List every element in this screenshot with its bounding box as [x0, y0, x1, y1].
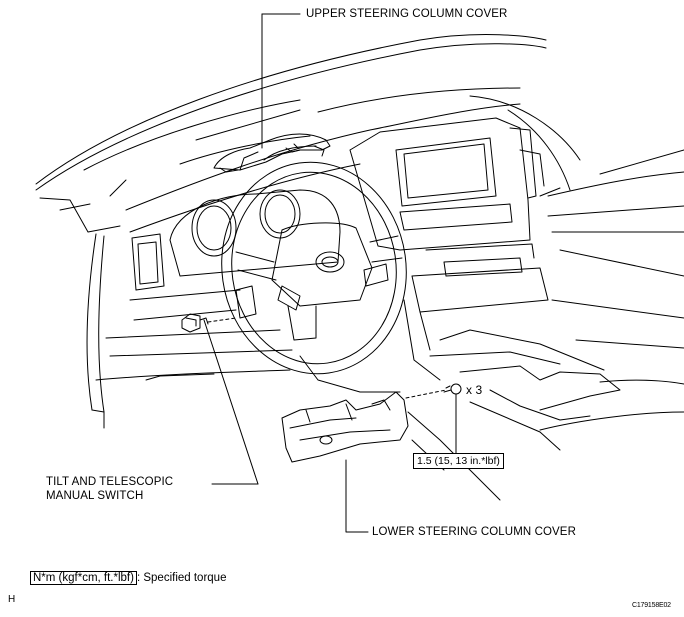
tilt-label-line1: TILT AND TELESCOPIC: [46, 476, 174, 488]
upper-cover-part: [213, 133, 331, 173]
legend-description: : Specified torque: [136, 572, 227, 584]
center-stack: [349, 117, 549, 313]
lower-steering-column-cover-label: LOWER STEERING COLUMN COVER: [372, 526, 576, 538]
leader-lines: [203, 13, 457, 533]
upper-steering-column-cover-label: UPPER STEERING COLUMN COVER: [306, 8, 508, 20]
screw-icon: [405, 383, 462, 399]
tilt-label-line2: MANUAL SWITCH: [46, 490, 144, 502]
steering-wheel: [221, 161, 407, 375]
lower-cover-part: [281, 391, 409, 463]
tilt-telescopic-switch-label: TILT AND TELESCOPIC MANUAL SWITCH: [46, 475, 173, 503]
torque-spec-box: 1.5 (15, 13 in.*lbf): [413, 453, 504, 469]
tilt-switch-part: [181, 313, 237, 333]
corner-mark: H: [8, 594, 16, 605]
legend-unit-box: N*m (kgf*cm, ft.*lbf): [30, 571, 137, 585]
torque-legend: N*m (kgf*cm, ft.*lbf): Specified torque: [30, 571, 227, 585]
figure-code: C179158E02: [632, 602, 671, 609]
gauge-cluster: [131, 189, 341, 291]
dashboard-outline: [35, 34, 684, 429]
screw-quantity-label: x 3: [466, 383, 483, 397]
lower-dash: [95, 285, 684, 501]
